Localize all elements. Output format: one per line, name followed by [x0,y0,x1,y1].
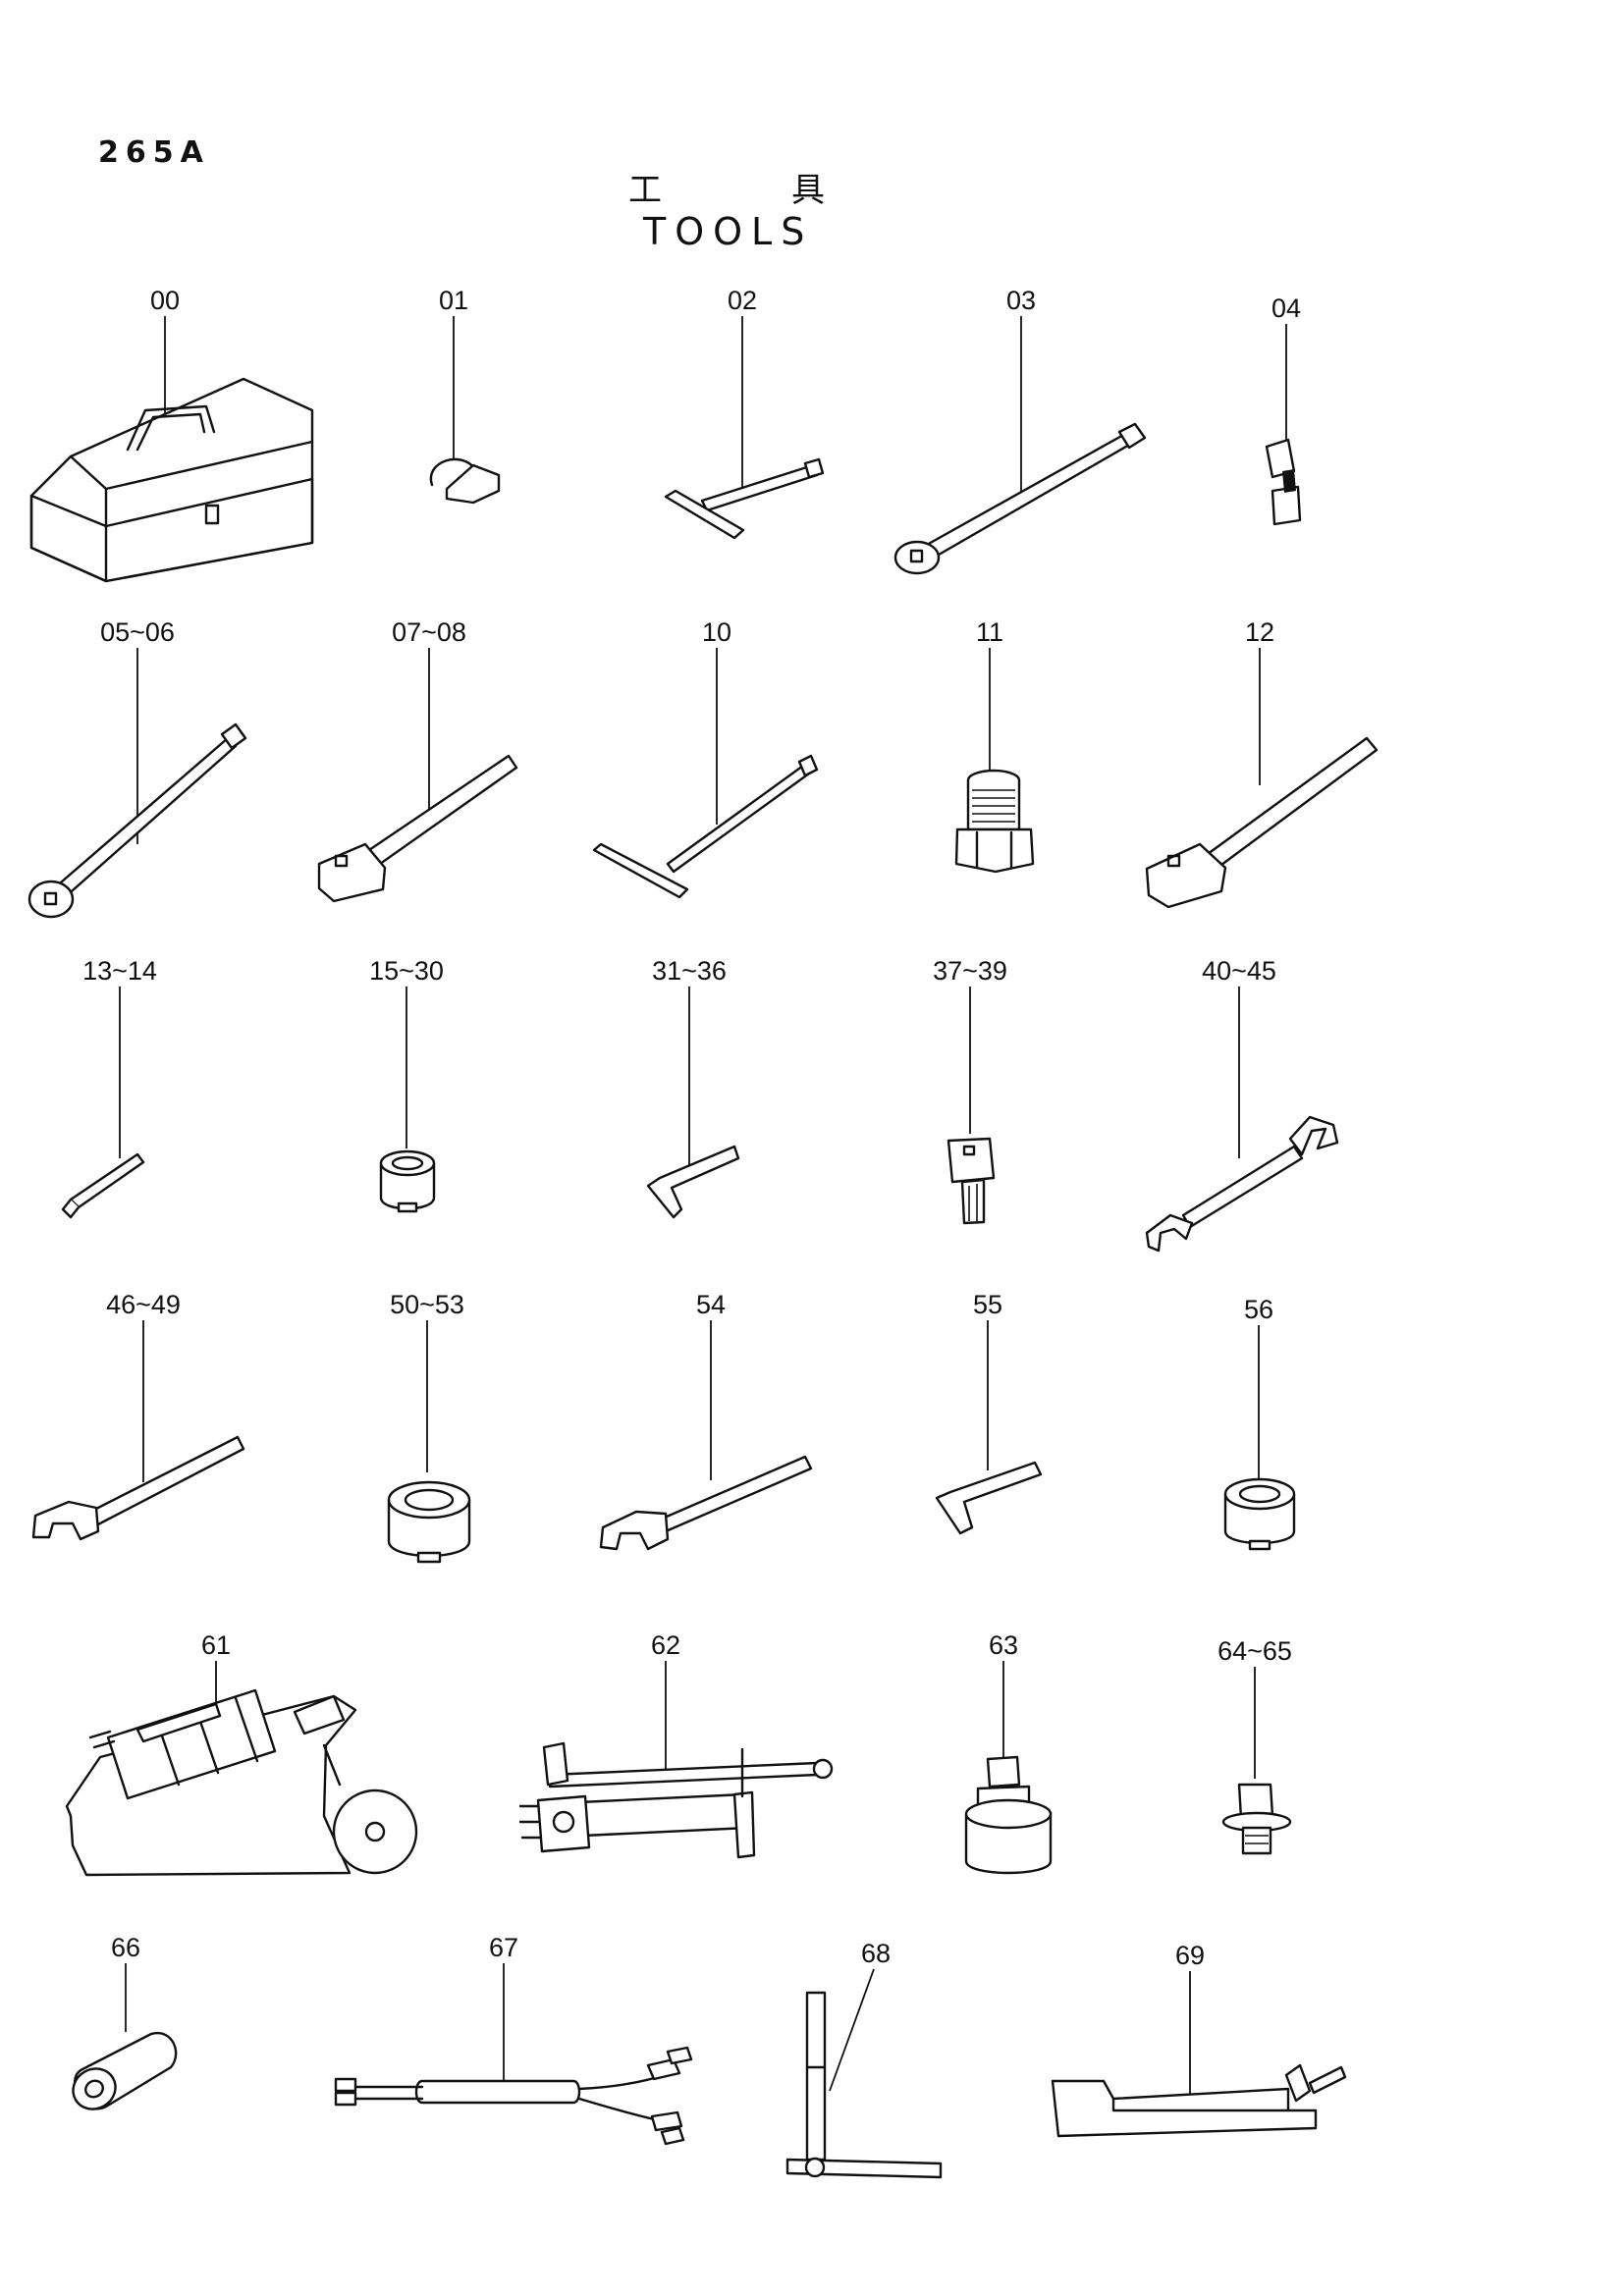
tool-ratchet-handle-large: 12 [1145,617,1379,909]
label-10: 10 [702,617,731,647]
label-68: 68 [861,1939,891,1968]
tool-t-wrench: 68 [785,1939,943,2179]
label-15-30: 15~30 [369,956,444,986]
label-61: 61 [201,1630,231,1660]
tool-bracket-tool: 69 [1051,1941,1347,2138]
label-12: 12 [1245,617,1274,647]
label-40-45: 40~45 [1202,956,1276,986]
title-jp-char-1: 工 [628,171,662,210]
label-02: 02 [728,286,757,315]
tool-clip: 01 [429,286,501,505]
title-japanese: 工 具 [628,163,825,211]
label-37-39: 37~39 [933,956,1007,986]
tool-hex-key: 31~36 [646,956,740,1219]
label-64-65: 64~65 [1217,1636,1292,1666]
label-55: 55 [973,1290,1002,1319]
tool-socket-small: 15~30 [369,956,444,1213]
tool-universal-joint: 04 [1265,294,1302,526]
tool-ratchet-handle: 07~08 [317,617,518,903]
tool-sleeve: 66 [72,1933,178,2110]
tool-adapter: 11 [954,617,1035,874]
label-00: 00 [150,286,180,315]
label-11: 11 [976,617,1003,647]
tool-socket-large: 50~53 [387,1290,471,1564]
label-13-14: 13~14 [82,956,157,986]
tool-hand-pump: 62 [518,1630,834,1859]
tool-plug: 64~65 [1217,1636,1292,1855]
tool-plug-adapter: 63 [964,1630,1053,1875]
label-03: 03 [1006,286,1036,315]
label-31-36: 31~36 [652,956,727,986]
label-07-08: 07~08 [392,617,466,647]
tool-t-handle-long: 10 [592,617,819,899]
tool-toolbox: 00 [29,286,314,583]
label-63: 63 [989,1630,1018,1660]
label-69: 69 [1175,1941,1205,1970]
tool-hex-key-long: 13~14 [61,956,157,1219]
label-67: 67 [489,1933,518,1962]
tool-hex-bit-socket: 37~39 [933,956,1007,1225]
tool-extension-bar-2: 05~06 [27,617,247,919]
page-code: 265A [98,135,210,170]
title-english: TOOLS [643,210,814,253]
label-62: 62 [651,1630,680,1660]
tool-socket-medium: 56 [1223,1295,1296,1551]
label-05-06: 05~06 [100,617,175,647]
tool-hose-assembly: 67 [334,1933,693,2146]
label-46-49: 46~49 [106,1290,181,1319]
label-54: 54 [696,1290,726,1319]
label-66: 66 [111,1933,140,1962]
tool-hydraulic-jack: 61 [65,1630,418,1877]
label-56: 56 [1244,1295,1273,1324]
tool-single-open-wrench-2: 54 [599,1290,813,1551]
tool-extension-bar: 03 [893,286,1147,575]
tool-hex-key-large: 55 [935,1290,1043,1535]
label-01: 01 [439,286,468,315]
label-50-53: 50~53 [390,1290,464,1319]
tool-double-open-wrench: 40~45 [1145,956,1339,1253]
title-jp-char-2: 具 [791,171,825,210]
tool-single-open-wrench: 46~49 [31,1290,245,1541]
label-04: 04 [1271,294,1301,323]
tool-t-handle-short: 02 [664,286,825,540]
